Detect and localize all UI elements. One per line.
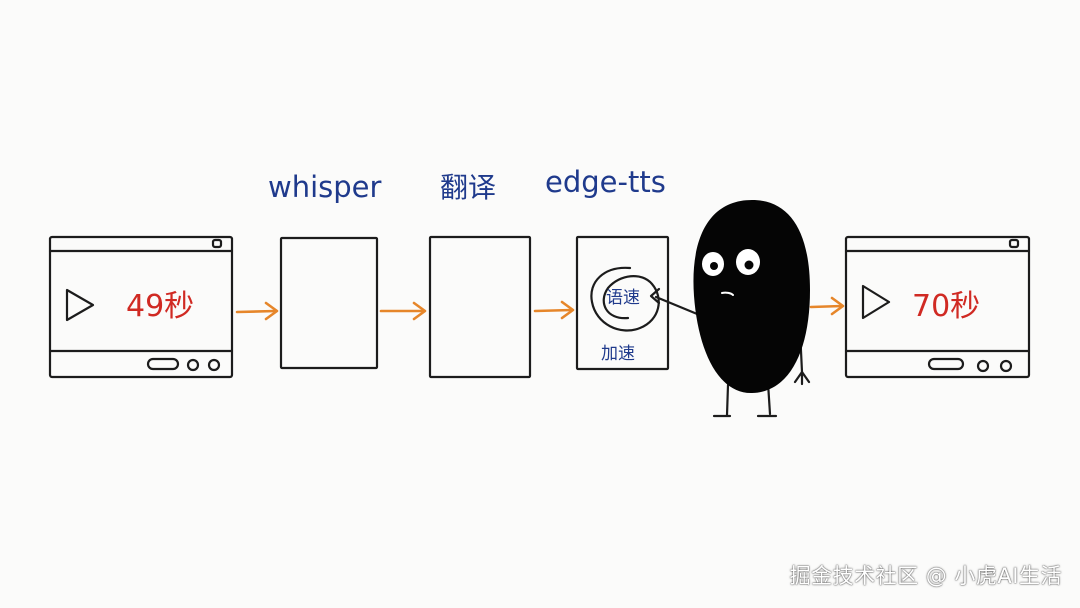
progress-pill-icon (146, 357, 180, 371)
blob-character (649, 200, 811, 418)
arrow-1 (235, 301, 279, 321)
input-video-player: 49秒 (48, 235, 234, 379)
control-dot-icon (999, 359, 1013, 373)
play-icon (861, 284, 891, 320)
window-control-icon (1008, 238, 1020, 249)
output-duration: 70秒 (912, 289, 980, 324)
speed-dial-label: 语速 (606, 288, 640, 308)
arrow-3 (533, 300, 575, 320)
watermark: 掘金技术社区 @ 小虎AI生活 (789, 564, 1062, 588)
input-duration: 49秒 (126, 289, 194, 324)
edge-tts-card: 语速 加速 (575, 235, 670, 371)
speed-up-caption: 加速 (601, 344, 635, 364)
translate-label: 翻译 (440, 171, 496, 204)
whisper-label: whisper (268, 170, 382, 204)
progress-pill-icon (927, 357, 965, 371)
play-icon (65, 288, 95, 322)
control-dot-icon (207, 358, 221, 372)
edge-tts-label: edge-tts (545, 165, 666, 199)
arrow-2 (379, 301, 427, 321)
translate-box (428, 235, 532, 379)
whisper-box (279, 236, 379, 370)
output-video-player: 70秒 (844, 235, 1031, 379)
control-dot-icon (976, 359, 990, 373)
window-control-icon (211, 238, 223, 249)
control-dot-icon (186, 358, 200, 372)
arrow-4 (809, 296, 845, 316)
